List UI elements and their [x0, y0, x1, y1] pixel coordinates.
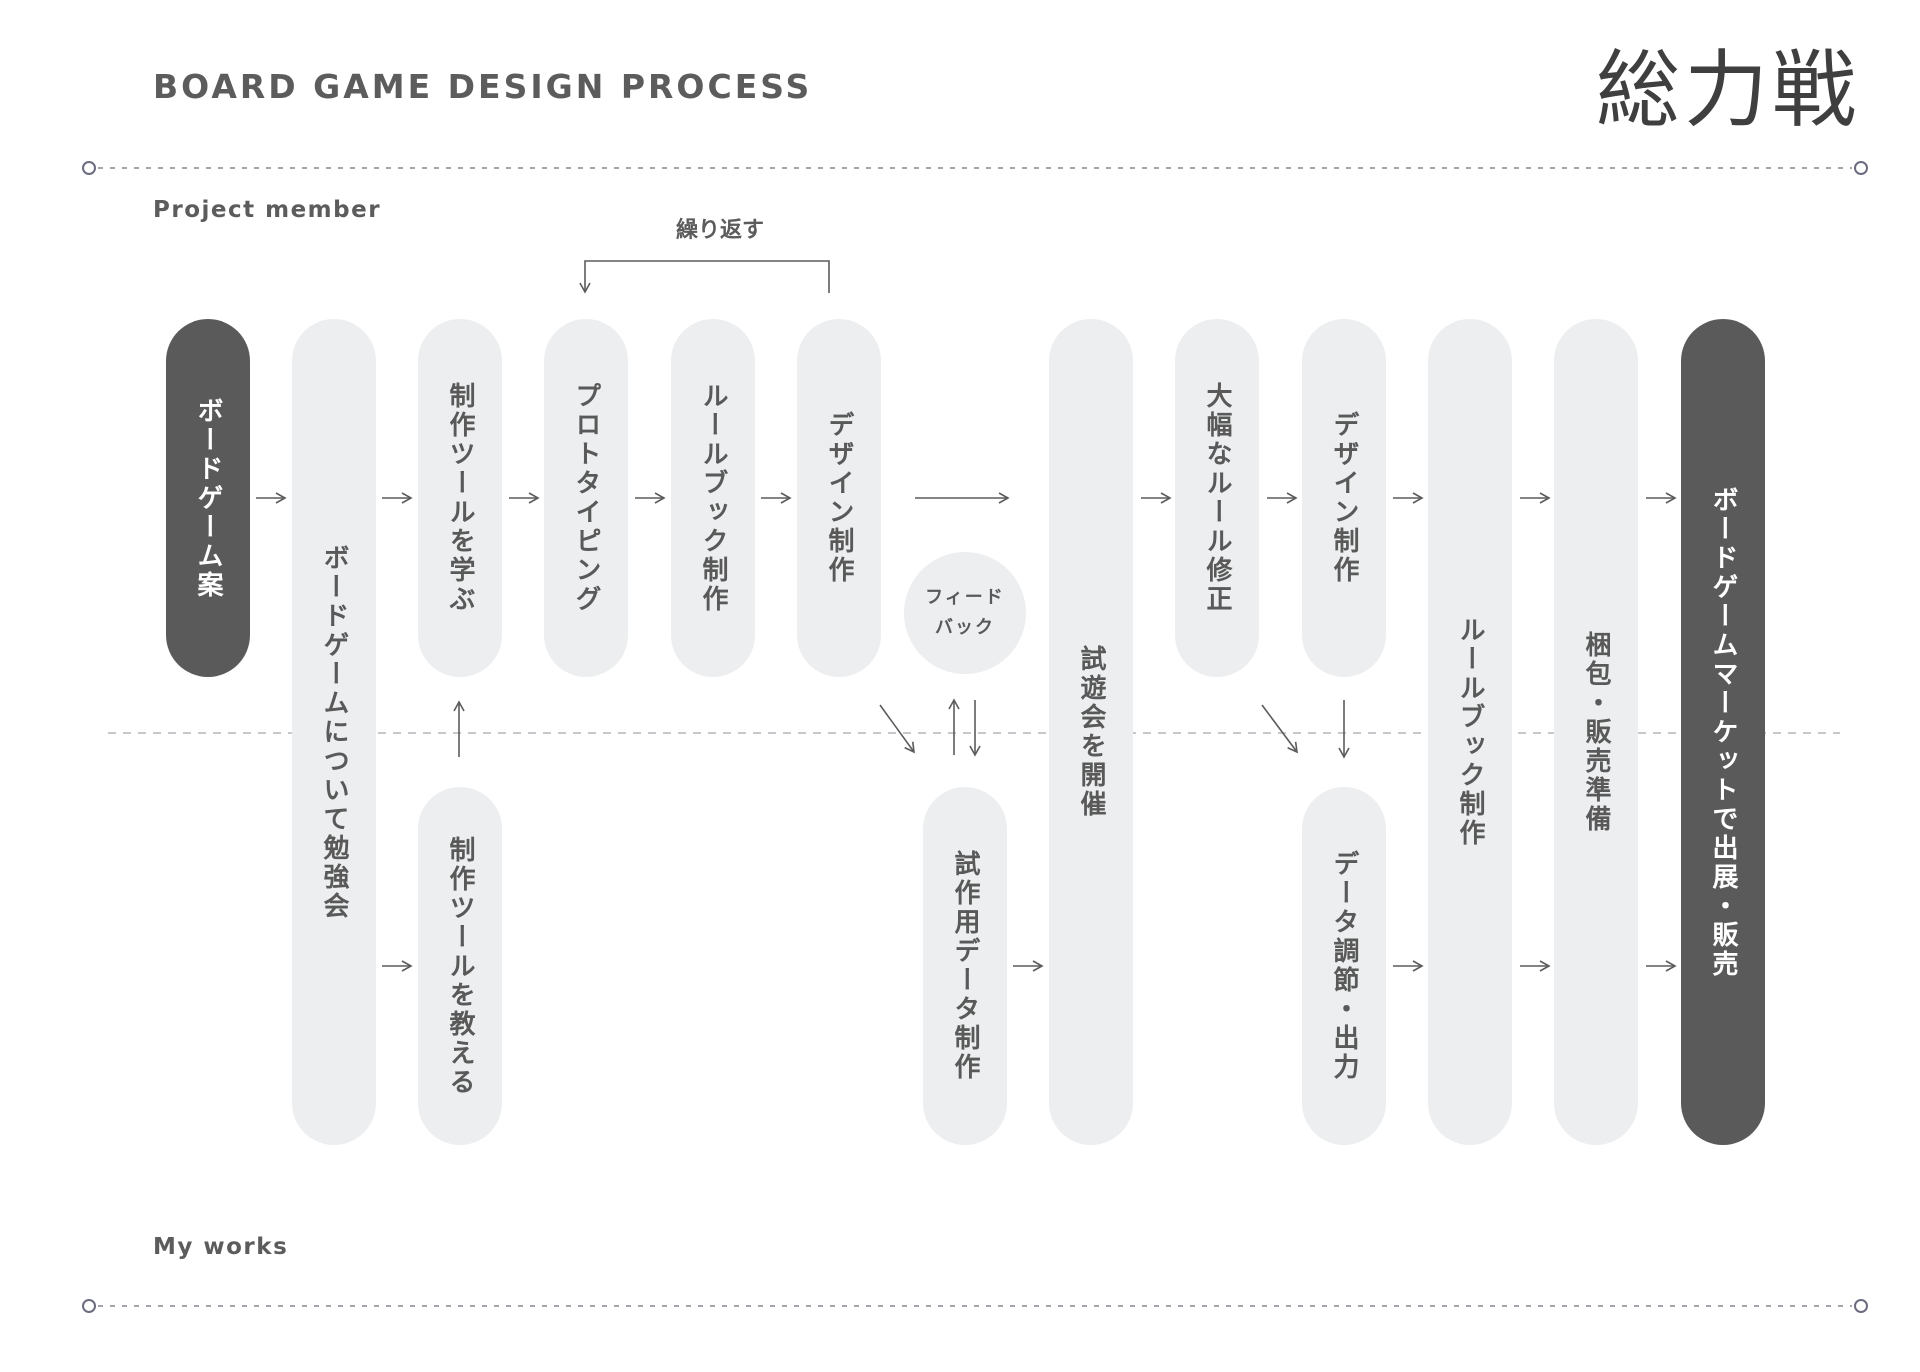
step-rulebook-final-label: ルールブック制作: [1455, 616, 1485, 848]
feedback-circle: フィード バック: [904, 552, 1026, 674]
step-test-data-label: 試作用データ制作: [950, 850, 980, 1082]
step-design-final: デザイン制作: [1302, 319, 1386, 677]
step-study: ボードゲームについて勉強会: [292, 319, 376, 1145]
step-playtest-label: 試遊会を開催: [1076, 645, 1106, 819]
step-packaging: 梱包・販売準備: [1554, 319, 1638, 1145]
step-exhibit: ボードゲームマーケットで出展・販売: [1681, 319, 1765, 1145]
feedback-line1: フィード: [925, 587, 1005, 608]
step-teach-tools: 制作ツールを教える: [418, 787, 502, 1145]
step-teach-tools-label: 制作ツールを教える: [445, 835, 475, 1097]
step-study-label: ボードゲームについて勉強会: [319, 543, 349, 921]
step-exhibit-label: ボードゲームマーケットで出展・販売: [1708, 485, 1738, 979]
step-learn-tools-label: 制作ツールを学ぶ: [445, 382, 475, 614]
repeat-label: 繰り返す: [675, 218, 764, 243]
step-data-output: データ調節・出力: [1302, 787, 1386, 1145]
brand-logo-text: 総力戦: [1595, 41, 1860, 139]
lane-label-project-member: Project member: [153, 197, 382, 223]
top-divider: [82, 161, 1868, 175]
lane-label-my-works: My works: [153, 1234, 289, 1260]
step-prototyping-label: プロトタイピング: [571, 382, 601, 614]
step-major-revision-label: 大幅なルール修正: [1202, 382, 1232, 614]
step-rulebook-final: ルールブック制作: [1428, 319, 1512, 1145]
feedback-line2: バック: [934, 617, 995, 638]
step-data-output-label: データ調節・出力: [1329, 850, 1359, 1082]
step-design-draft-label: デザイン制作: [824, 411, 854, 585]
step-rulebook-draft: ルールブック制作: [671, 319, 755, 677]
bottom-divider: [82, 1299, 1868, 1313]
step-design-draft: デザイン制作: [797, 319, 881, 677]
step-packaging-label: 梱包・販売準備: [1581, 630, 1611, 834]
repeat-bracket-arrow: [579, 260, 830, 294]
cross-lane-arrows: [453, 698, 1350, 759]
step-playtest: 試遊会を開催: [1049, 319, 1133, 1145]
step-rulebook-draft-label: ルールブック制作: [698, 382, 728, 614]
page-title: BOARD GAME DESIGN PROCESS: [153, 67, 813, 106]
step-idea: ボードゲーム案: [166, 319, 250, 677]
step-learn-tools: 制作ツールを学ぶ: [418, 319, 502, 677]
step-prototyping: プロトタイピング: [544, 319, 628, 677]
step-test-data: 試作用データ制作: [923, 787, 1007, 1145]
step-design-final-label: デザイン制作: [1329, 411, 1359, 585]
step-idea-label: ボードゲーム案: [193, 396, 223, 600]
step-major-revision: 大幅なルール修正: [1175, 319, 1259, 677]
